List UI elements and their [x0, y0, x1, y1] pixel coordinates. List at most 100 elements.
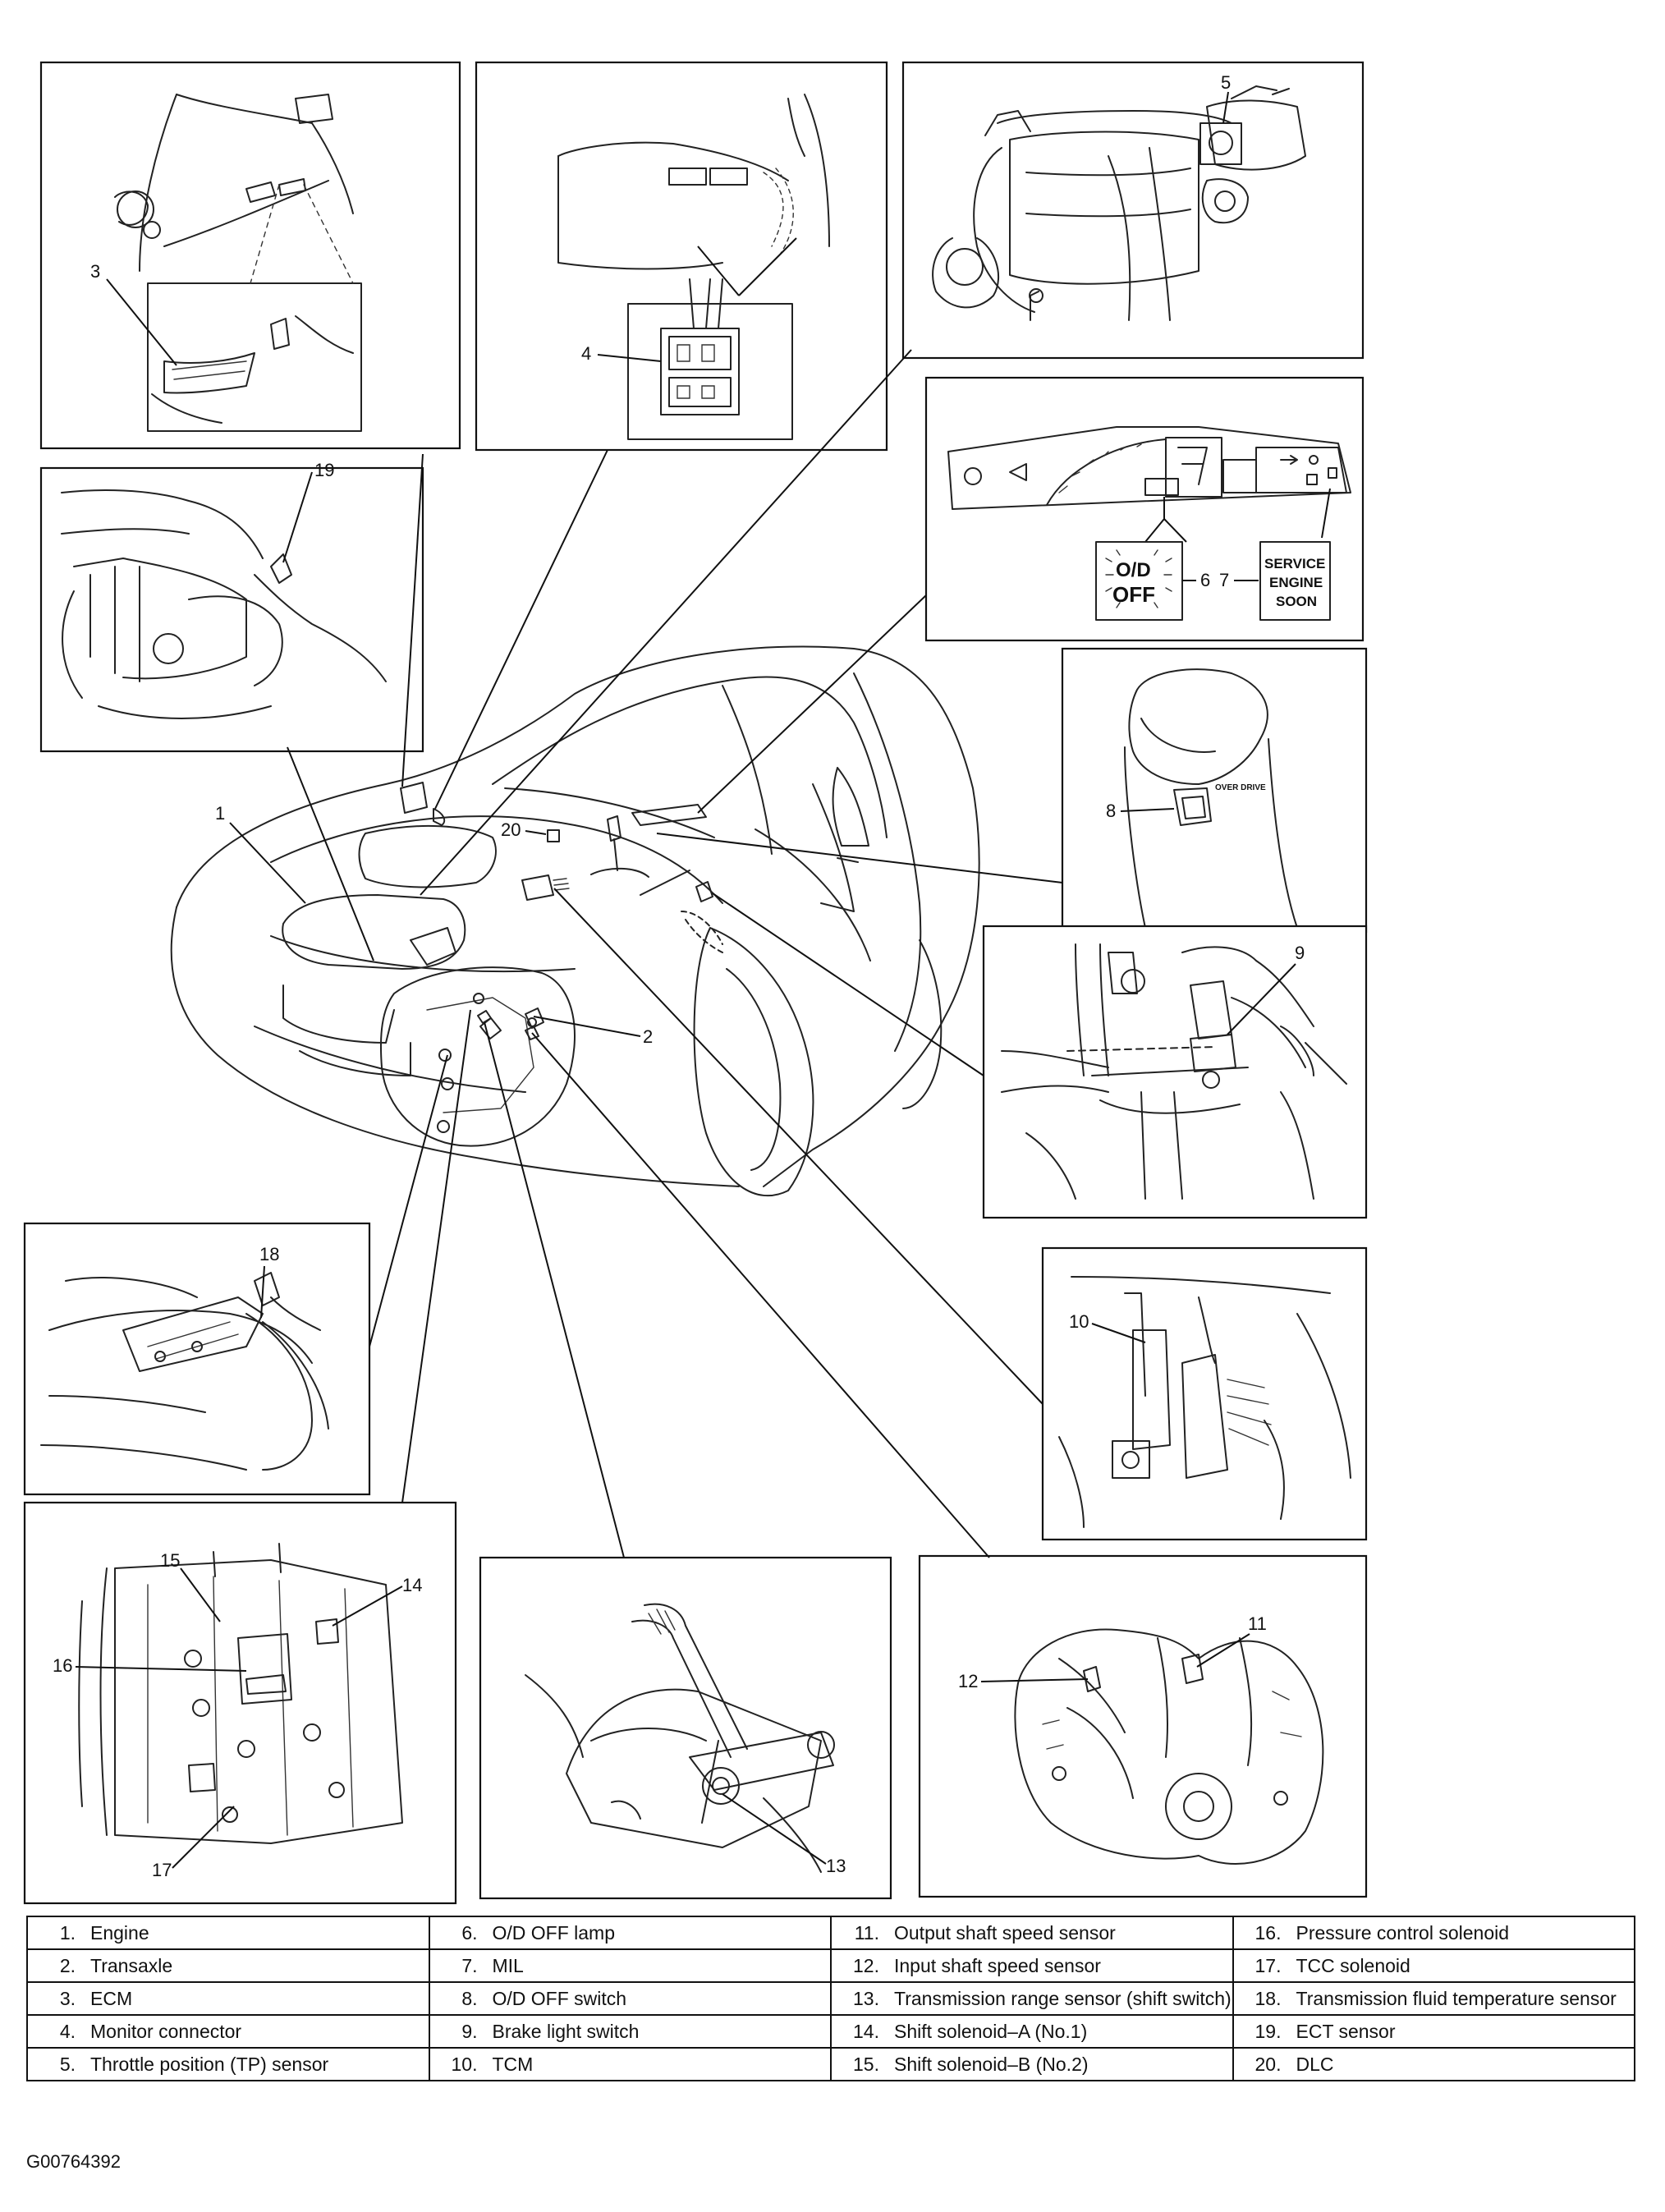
- panel-ect-sensor: 19: [39, 460, 424, 753]
- callout-6: 6: [1200, 570, 1210, 590]
- legend-cell: 10. TCM: [428, 2047, 832, 2081]
- overdrive-button-text: OVER DRIVE: [1215, 783, 1266, 792]
- legend-number: 9.: [461, 2020, 478, 2042]
- mil-line1: SERVICE: [1264, 556, 1325, 571]
- legend-number: 17.: [1254, 1954, 1282, 1976]
- legend-row: 1. Engine 6. O/D OFF lamp 11.Output shaft sp…: [26, 1916, 1635, 1950]
- legend-label: TCM: [492, 2053, 534, 2075]
- panel-ecm: 3: [39, 61, 461, 450]
- legend-number: 18.: [1254, 1987, 1282, 2009]
- legend-number: 13.: [853, 1987, 879, 2009]
- legend-label: Transmission range sensor (shift switch): [894, 1987, 1232, 2009]
- legend-table: 1. Engine 6. O/D OFF lamp 11.Output shaft sp…: [26, 1916, 1635, 2081]
- legend-row: 3.ECM 8. O/D OFF switch 13. Transmission ran…: [26, 1981, 1635, 2016]
- callout-12: 12: [958, 1671, 978, 1691]
- panel-instrument-cluster: O/D OFF SERVICE ENGINE SOON 6 7: [924, 376, 1365, 642]
- legend-number: 6.: [461, 1921, 478, 1944]
- connector-lines: 1 2 20: [215, 349, 1063, 1558]
- panel-tcm: 10: [1041, 1246, 1368, 1541]
- callout-13: 13: [826, 1856, 846, 1876]
- legend-label: Pressure control solenoid: [1296, 1921, 1510, 1944]
- callout-17: 17: [152, 1860, 172, 1880]
- legend-label: O/D OFF switch: [492, 1987, 627, 2009]
- legend-number: 7.: [461, 1954, 478, 1976]
- legend-cell: 6. O/D OFF lamp: [428, 1916, 832, 1950]
- legend-cell: 5. Throttle position (TP) sensor: [26, 2047, 430, 2081]
- legend-cell: 9. Brake light switch: [428, 2014, 832, 2049]
- callout-2: 2: [643, 1026, 653, 1047]
- mil-line3: SOON: [1276, 594, 1317, 609]
- legend-cell: 20. DLC: [1232, 2047, 1635, 2081]
- legend-cell: 11.Output shaft speed sensor: [830, 1916, 1234, 1950]
- callout-15: 15: [160, 1550, 180, 1571]
- callout-16: 16: [53, 1655, 72, 1676]
- legend-label: Transaxle: [90, 1954, 173, 1976]
- legend-cell: 1. Engine: [26, 1916, 430, 1950]
- legend-label: Engine: [90, 1921, 149, 1944]
- legend-label: Transmission fluid temperature sensor: [1296, 1987, 1617, 2009]
- legend-label: Shift solenoid–A (No.1): [894, 2020, 1088, 2042]
- legend-label: Shift solenoid–B (No.2): [894, 2053, 1089, 2075]
- legend-label: Brake light switch: [492, 2020, 640, 2042]
- vehicle-illustration: [170, 645, 980, 1197]
- callout-9: 9: [1295, 943, 1305, 963]
- legend-cell: 12.Input shaft speed sensor: [830, 1948, 1234, 1983]
- callout-14: 14: [402, 1575, 422, 1595]
- panel-range-sensor: 13: [479, 1556, 892, 1900]
- callout-3: 3: [90, 261, 100, 282]
- panel-transaxle-sensors: 11 12: [918, 1554, 1368, 1898]
- legend-cell: 8. O/D OFF switch: [428, 1981, 832, 2016]
- legend-number: 20.: [1254, 2053, 1282, 2075]
- legend-number: 5.: [59, 2053, 76, 2075]
- legend-number: 14.: [853, 2020, 879, 2042]
- legend-cell: 17. TCC solenoid: [1232, 1948, 1635, 1983]
- panel-brake-light-switch: 9: [982, 925, 1368, 1219]
- legend-label: MIL: [492, 1954, 524, 1976]
- callout-7: 7: [1219, 570, 1229, 590]
- legend-number: 4.: [59, 2020, 76, 2042]
- legend-label: Input shaft speed sensor: [894, 1954, 1101, 1976]
- legend-cell: 16. Pressure control solenoid: [1232, 1916, 1635, 1950]
- callout-4: 4: [581, 343, 591, 364]
- panel-tp-sensor: 5: [901, 61, 1365, 360]
- panel-valve-body: 15 14 16 17: [23, 1501, 457, 1905]
- legend-label: Monitor connector: [90, 2020, 242, 2042]
- panel-monitor-connector: 4: [475, 61, 888, 452]
- callout-8: 8: [1106, 801, 1116, 821]
- od-off-lamp-line1: O/D: [1116, 559, 1151, 581]
- legend-cell: 2.Transaxle: [26, 1948, 430, 1983]
- legend-number: 1.: [59, 1921, 76, 1944]
- callout-5: 5: [1221, 72, 1231, 93]
- legend-cell: 3.ECM: [26, 1981, 430, 2016]
- legend-label: DLC: [1296, 2053, 1334, 2075]
- legend-label: TCC solenoid: [1296, 1954, 1410, 1976]
- legend-cell: 13. Transmission range sensor (shift swit…: [830, 1981, 1234, 2016]
- callout-19: 19: [314, 460, 334, 480]
- legend-number: 15.: [853, 2053, 879, 2075]
- od-off-lamp-line2: OFF: [1112, 582, 1155, 607]
- legend-cell: 4. Monitor connector: [26, 2014, 430, 2049]
- legend-label: O/D OFF lamp: [492, 1921, 616, 1944]
- mil-line2: ENGINE: [1269, 575, 1323, 590]
- legend-label: Throttle position (TP) sensor: [90, 2053, 329, 2075]
- legend-cell: 15. Shift solenoid–B (No.2): [830, 2047, 1234, 2081]
- callout-10: 10: [1069, 1311, 1089, 1332]
- callout-1: 1: [215, 803, 225, 824]
- legend-cell: 14. Shift solenoid–A (No.1): [830, 2014, 1234, 2049]
- legend-row: 5. Throttle position (TP) sensor 10. TCM 15.…: [26, 2047, 1635, 2081]
- legend-label: ECM: [90, 1987, 133, 2009]
- legend-number: 10.: [451, 2053, 478, 2075]
- legend-number: 19.: [1254, 2020, 1282, 2042]
- legend-label: ECT sensor: [1296, 2020, 1396, 2042]
- panel-fluid-temperature-sensor: 18: [23, 1222, 371, 1496]
- legend-number: 8.: [461, 1987, 478, 2009]
- figure-id: G00764392: [26, 2151, 121, 2172]
- legend-cell: 19. ECT sensor: [1232, 2014, 1635, 2049]
- panel-od-off-switch: OVER DRIVE 8: [1061, 647, 1368, 934]
- callout-11: 11: [1248, 1613, 1267, 1634]
- callout-20: 20: [501, 819, 521, 840]
- callout-18: 18: [259, 1244, 279, 1264]
- legend-number: 16.: [1254, 1921, 1282, 1944]
- legend-cell: 18. Transmission fluid temperature sensor: [1232, 1981, 1635, 2016]
